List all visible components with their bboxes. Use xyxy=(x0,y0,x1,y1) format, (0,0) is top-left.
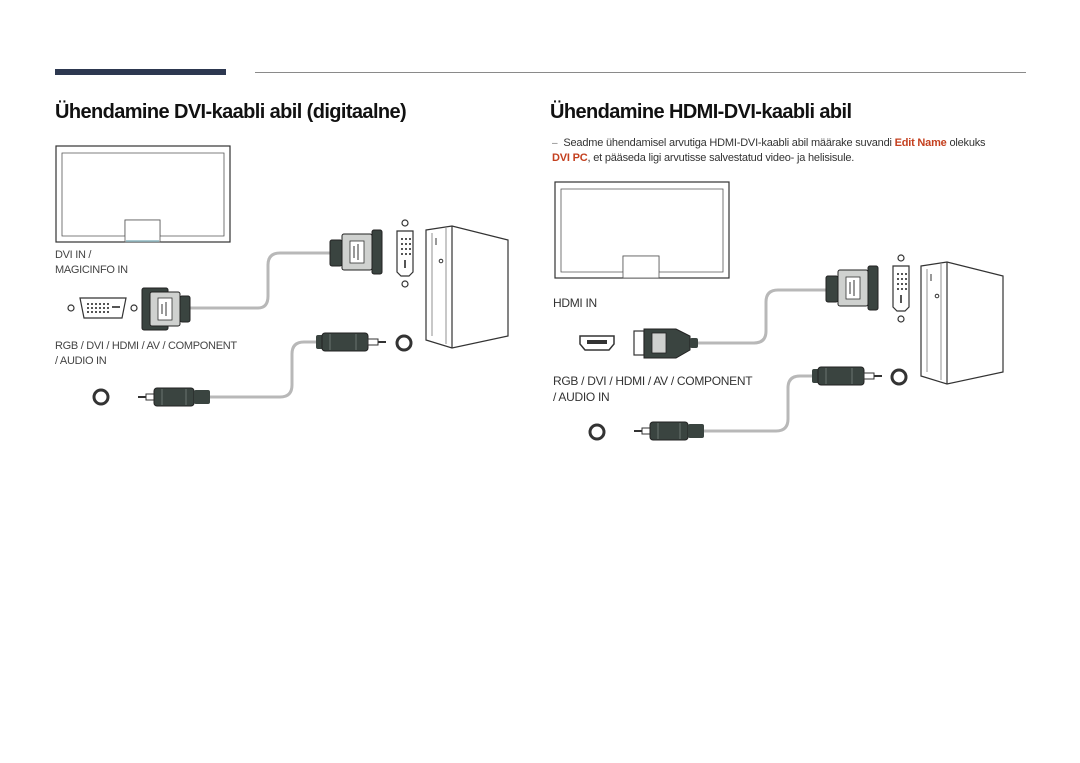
left-pc-dvi-port-icon xyxy=(396,219,414,288)
left-monitor xyxy=(55,145,231,243)
note-edit-name: Edit Name xyxy=(894,137,947,149)
left-pc-audio-jack-icon xyxy=(395,334,413,352)
note-text-middle: olekuks xyxy=(946,137,986,149)
left-dvi-connection-diagram xyxy=(55,145,509,407)
note-dvi-pc: DVI PC xyxy=(552,152,588,164)
note-text-after: , et pääseda ligi arvutisse salvestatud … xyxy=(587,152,855,164)
left-audio-plug-pc-side xyxy=(316,332,386,352)
right-section-title: Ühendamine HDMI-DVI-kaabli abil xyxy=(550,101,852,123)
left-audio-in-port-label: RGB / DVI / HDMI / AV / COMPONENT / AUDI… xyxy=(55,340,237,367)
note-text-before: Seadme ühendamisel arvutiga HDMI-DVI-kaa… xyxy=(563,137,895,149)
left-monitor-audio-jack-icon xyxy=(92,388,110,406)
right-hdmi-dvi-connection-diagram xyxy=(554,181,1004,441)
left-section-title: Ühendamine DVI-kaabli abil (digitaalne) xyxy=(55,101,407,123)
left-audio-plug-monitor-side xyxy=(138,387,210,407)
right-pc-audio-jack-icon xyxy=(890,368,908,386)
left-dvi-cable xyxy=(190,251,332,310)
hdmi-in-port-label: HDMI IN xyxy=(553,296,597,310)
right-audio-in-port-label: RGB / DVI / HDMI / AV / COMPONENT / AUDI… xyxy=(553,374,753,404)
note-marker: – xyxy=(552,138,558,149)
right-pc-tower xyxy=(920,261,1004,385)
dvi-in-port-label: DVI IN / MAGICINFO IN xyxy=(55,249,128,276)
right-hdmi-plug xyxy=(633,328,698,359)
left-monitor-dvi-port-icon xyxy=(67,297,138,319)
left-dvi-plug-pc-side xyxy=(329,229,383,275)
hdmi-dvi-note: –Seadme ühendamisel arvutiga HDMI-DVI-ka… xyxy=(552,136,992,166)
right-hdmi-dvi-cable xyxy=(698,288,828,345)
left-dvi-plug-monitor-side xyxy=(141,287,191,331)
right-audio-plug-pc-side xyxy=(812,366,882,386)
right-dvi-plug-pc-side xyxy=(825,265,879,311)
right-pc-dvi-port-icon xyxy=(892,254,910,323)
right-audio-plug-monitor-side xyxy=(634,421,704,441)
left-audio-cable xyxy=(210,340,318,399)
right-monitor-hdmi-port-icon xyxy=(579,335,615,351)
right-monitor xyxy=(554,181,730,279)
left-pc-tower xyxy=(425,225,509,349)
header-rule xyxy=(255,72,1026,73)
header-accent-bar xyxy=(55,69,226,75)
right-monitor-audio-jack-icon xyxy=(588,423,606,441)
right-audio-cable xyxy=(704,374,814,433)
